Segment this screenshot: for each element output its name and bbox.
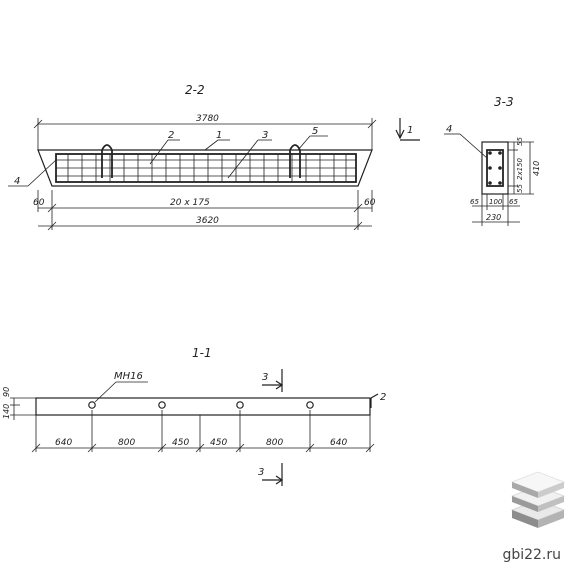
marker-2: 2 [380, 392, 386, 403]
lifting-loop-left [101, 144, 113, 178]
dim-3-3-left: 65 [470, 198, 479, 206]
dim-3-3-bot: 55 [516, 184, 524, 193]
section-2-2: 2-2 3780 [8, 83, 420, 231]
section-1-1: 1-1 MH16 3 3 2 90 140 [2, 346, 386, 486]
hole-1 [88, 401, 96, 409]
cross-section-outline [481, 141, 509, 195]
section-3-3-title: 3-3 [494, 95, 514, 109]
label-3: 3 [262, 130, 268, 141]
label-5: 5 [312, 126, 318, 137]
section-3-3-label-4: 4 [446, 124, 452, 135]
beam-plan [35, 397, 371, 416]
dim-total: 3780 [196, 114, 219, 124]
label-1: 1 [216, 130, 222, 141]
cut-3-bottom: 3 [258, 467, 264, 478]
cut-3-top: 3 [262, 372, 268, 383]
hole-3 [236, 401, 244, 409]
dim-chain-5: 800 [266, 438, 283, 448]
section-1-1-title: 1-1 [192, 346, 212, 360]
section-3-3: 3-3 4 55 2x150 55 410 65 100 65 230 [444, 95, 541, 226]
dim-3-3-right: 65 [509, 198, 518, 206]
dim-3-3-top: 55 [516, 137, 524, 146]
label-4: 4 [14, 176, 20, 187]
dim-chain-3: 450 [172, 438, 189, 448]
hole-label: MH16 [114, 371, 143, 382]
dim-chain-6: 640 [330, 438, 347, 448]
section-2-2-title: 2-2 [185, 83, 205, 97]
hole-2 [158, 401, 166, 409]
dim-3-3-center: 100 [489, 198, 503, 206]
rebar-cage [55, 153, 357, 183]
dim-right-60: 60 [364, 198, 376, 208]
dim-stirrup-spacing: 20 x 175 [170, 198, 210, 208]
dim-1-1-top: 90 [2, 387, 11, 397]
label-2: 2 [168, 130, 174, 141]
cross-section-stirrup [486, 149, 504, 187]
dim-chain-2: 800 [118, 438, 135, 448]
beam-outline [37, 149, 373, 187]
dim-3-3-mid: 2x150 [516, 157, 524, 180]
cut-marker-1: 1 [407, 125, 413, 136]
hole-4 [306, 401, 314, 409]
dim-3-3-height: 410 [532, 161, 541, 176]
site-url: gbi22.ru [502, 547, 561, 563]
dim-left-60: 60 [33, 198, 45, 208]
lifting-loop-right [289, 144, 301, 178]
dim-bottom: 3620 [196, 216, 219, 226]
dim-chain-1: 640 [55, 438, 72, 448]
dim-3-3-width: 230 [486, 213, 501, 222]
dim-1-1-height: 140 [2, 404, 11, 419]
dim-chain-4: 450 [210, 438, 227, 448]
site-logo-icon [510, 471, 566, 528]
